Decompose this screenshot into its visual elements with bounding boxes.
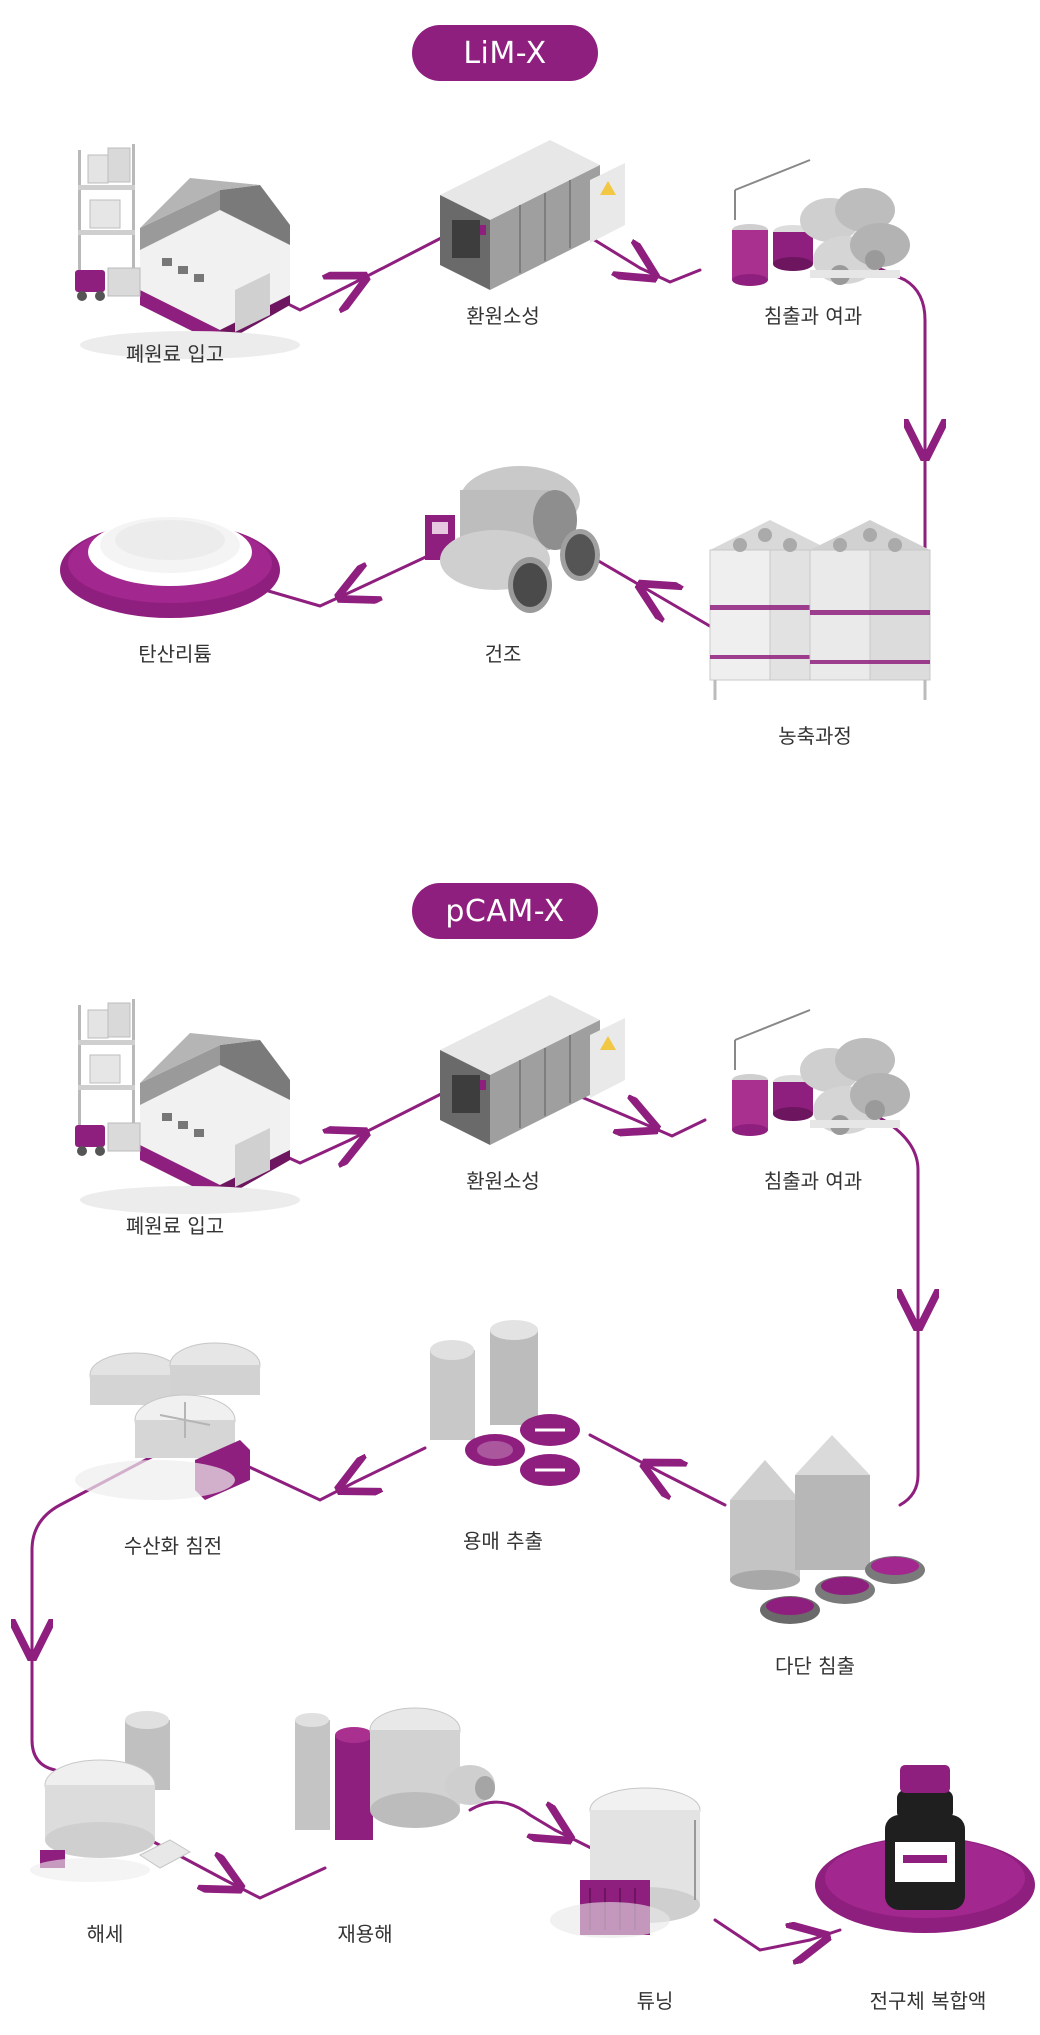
concentration-tanks-icon — [709, 520, 931, 700]
flow-line — [655, 594, 722, 634]
lithium-carbonate-icon — [60, 517, 280, 618]
flow-line — [243, 1463, 357, 1502]
flow-line — [638, 266, 702, 284]
flow-line — [468, 1800, 555, 1830]
step-label-precursor-solution: 전구체 복합액 — [869, 1989, 987, 2013]
leaching-filtration-icon — [732, 159, 910, 286]
dryer-icon — [425, 466, 600, 613]
step-label-tuning: 튜닝 — [636, 1989, 674, 2013]
flow-line — [263, 588, 357, 608]
roasting-furnace-icon — [440, 140, 625, 290]
step-label-lithium-carbonate: 탄산리튬 — [138, 642, 212, 666]
section-title-lim-x: LiM-X — [412, 25, 598, 81]
step-label-drying: 건조 — [484, 642, 522, 666]
flow-line — [660, 1472, 727, 1507]
flow-line — [878, 1116, 918, 1310]
flow-line — [355, 553, 432, 590]
step-label-reduction-roasting: 환원소성 — [466, 1169, 540, 1193]
multi-stage-leaching-icon — [730, 1435, 925, 1624]
step-label-hydroxide-precipitation: 수산화 침전 — [123, 1534, 223, 1558]
roasting-furnace-icon — [440, 995, 625, 1145]
flow-line — [348, 1090, 447, 1142]
flow-line — [30, 1638, 57, 1772]
section-title-pcam-x: pCAM-X — [412, 883, 598, 939]
step-label-waste-intake: 폐원료 입고 — [125, 1214, 225, 1238]
precursor-bottle-icon — [815, 1765, 1035, 1933]
flow-line — [863, 260, 925, 440]
flow-line — [32, 1453, 157, 1640]
step-label-concentration: 농축과정 — [778, 724, 852, 748]
tuning-tank-icon — [550, 1787, 701, 1938]
flow-line — [808, 1928, 842, 1942]
flow-line — [348, 234, 447, 287]
flow-line — [223, 1866, 327, 1900]
step-label-multi-stage-leaching: 다단 침출 — [775, 1654, 855, 1678]
flow-line — [355, 1446, 427, 1482]
step-label-leaching-filtration: 침출과 여과 — [763, 304, 863, 328]
redissolution-tank-icon — [295, 1707, 495, 1840]
dissolution-tank-icon — [30, 1711, 192, 1882]
flow-line — [638, 1118, 707, 1138]
solvent-extraction-icon — [430, 1320, 580, 1486]
step-label-waste-intake: 폐원료 입고 — [125, 342, 225, 366]
step-label-redissolution: 재용해 — [337, 1922, 393, 1946]
hydroxide-precipitation-icon — [75, 1342, 261, 1500]
step-label-solvent-extraction: 용매 추출 — [463, 1529, 543, 1553]
leaching-filtration-icon — [732, 1009, 910, 1136]
flow-line — [588, 554, 657, 596]
step-label-dissolution: 해세 — [86, 1922, 124, 1946]
warehouse-icon — [75, 999, 300, 1214]
flow-line — [898, 1308, 920, 1507]
step-label-leaching-filtration: 침출과 여과 — [763, 1169, 863, 1193]
warehouse-icon — [75, 144, 300, 359]
flow-line — [588, 1433, 662, 1474]
flow-line — [713, 1918, 810, 1950]
step-label-reduction-roasting: 환원소성 — [466, 304, 540, 328]
